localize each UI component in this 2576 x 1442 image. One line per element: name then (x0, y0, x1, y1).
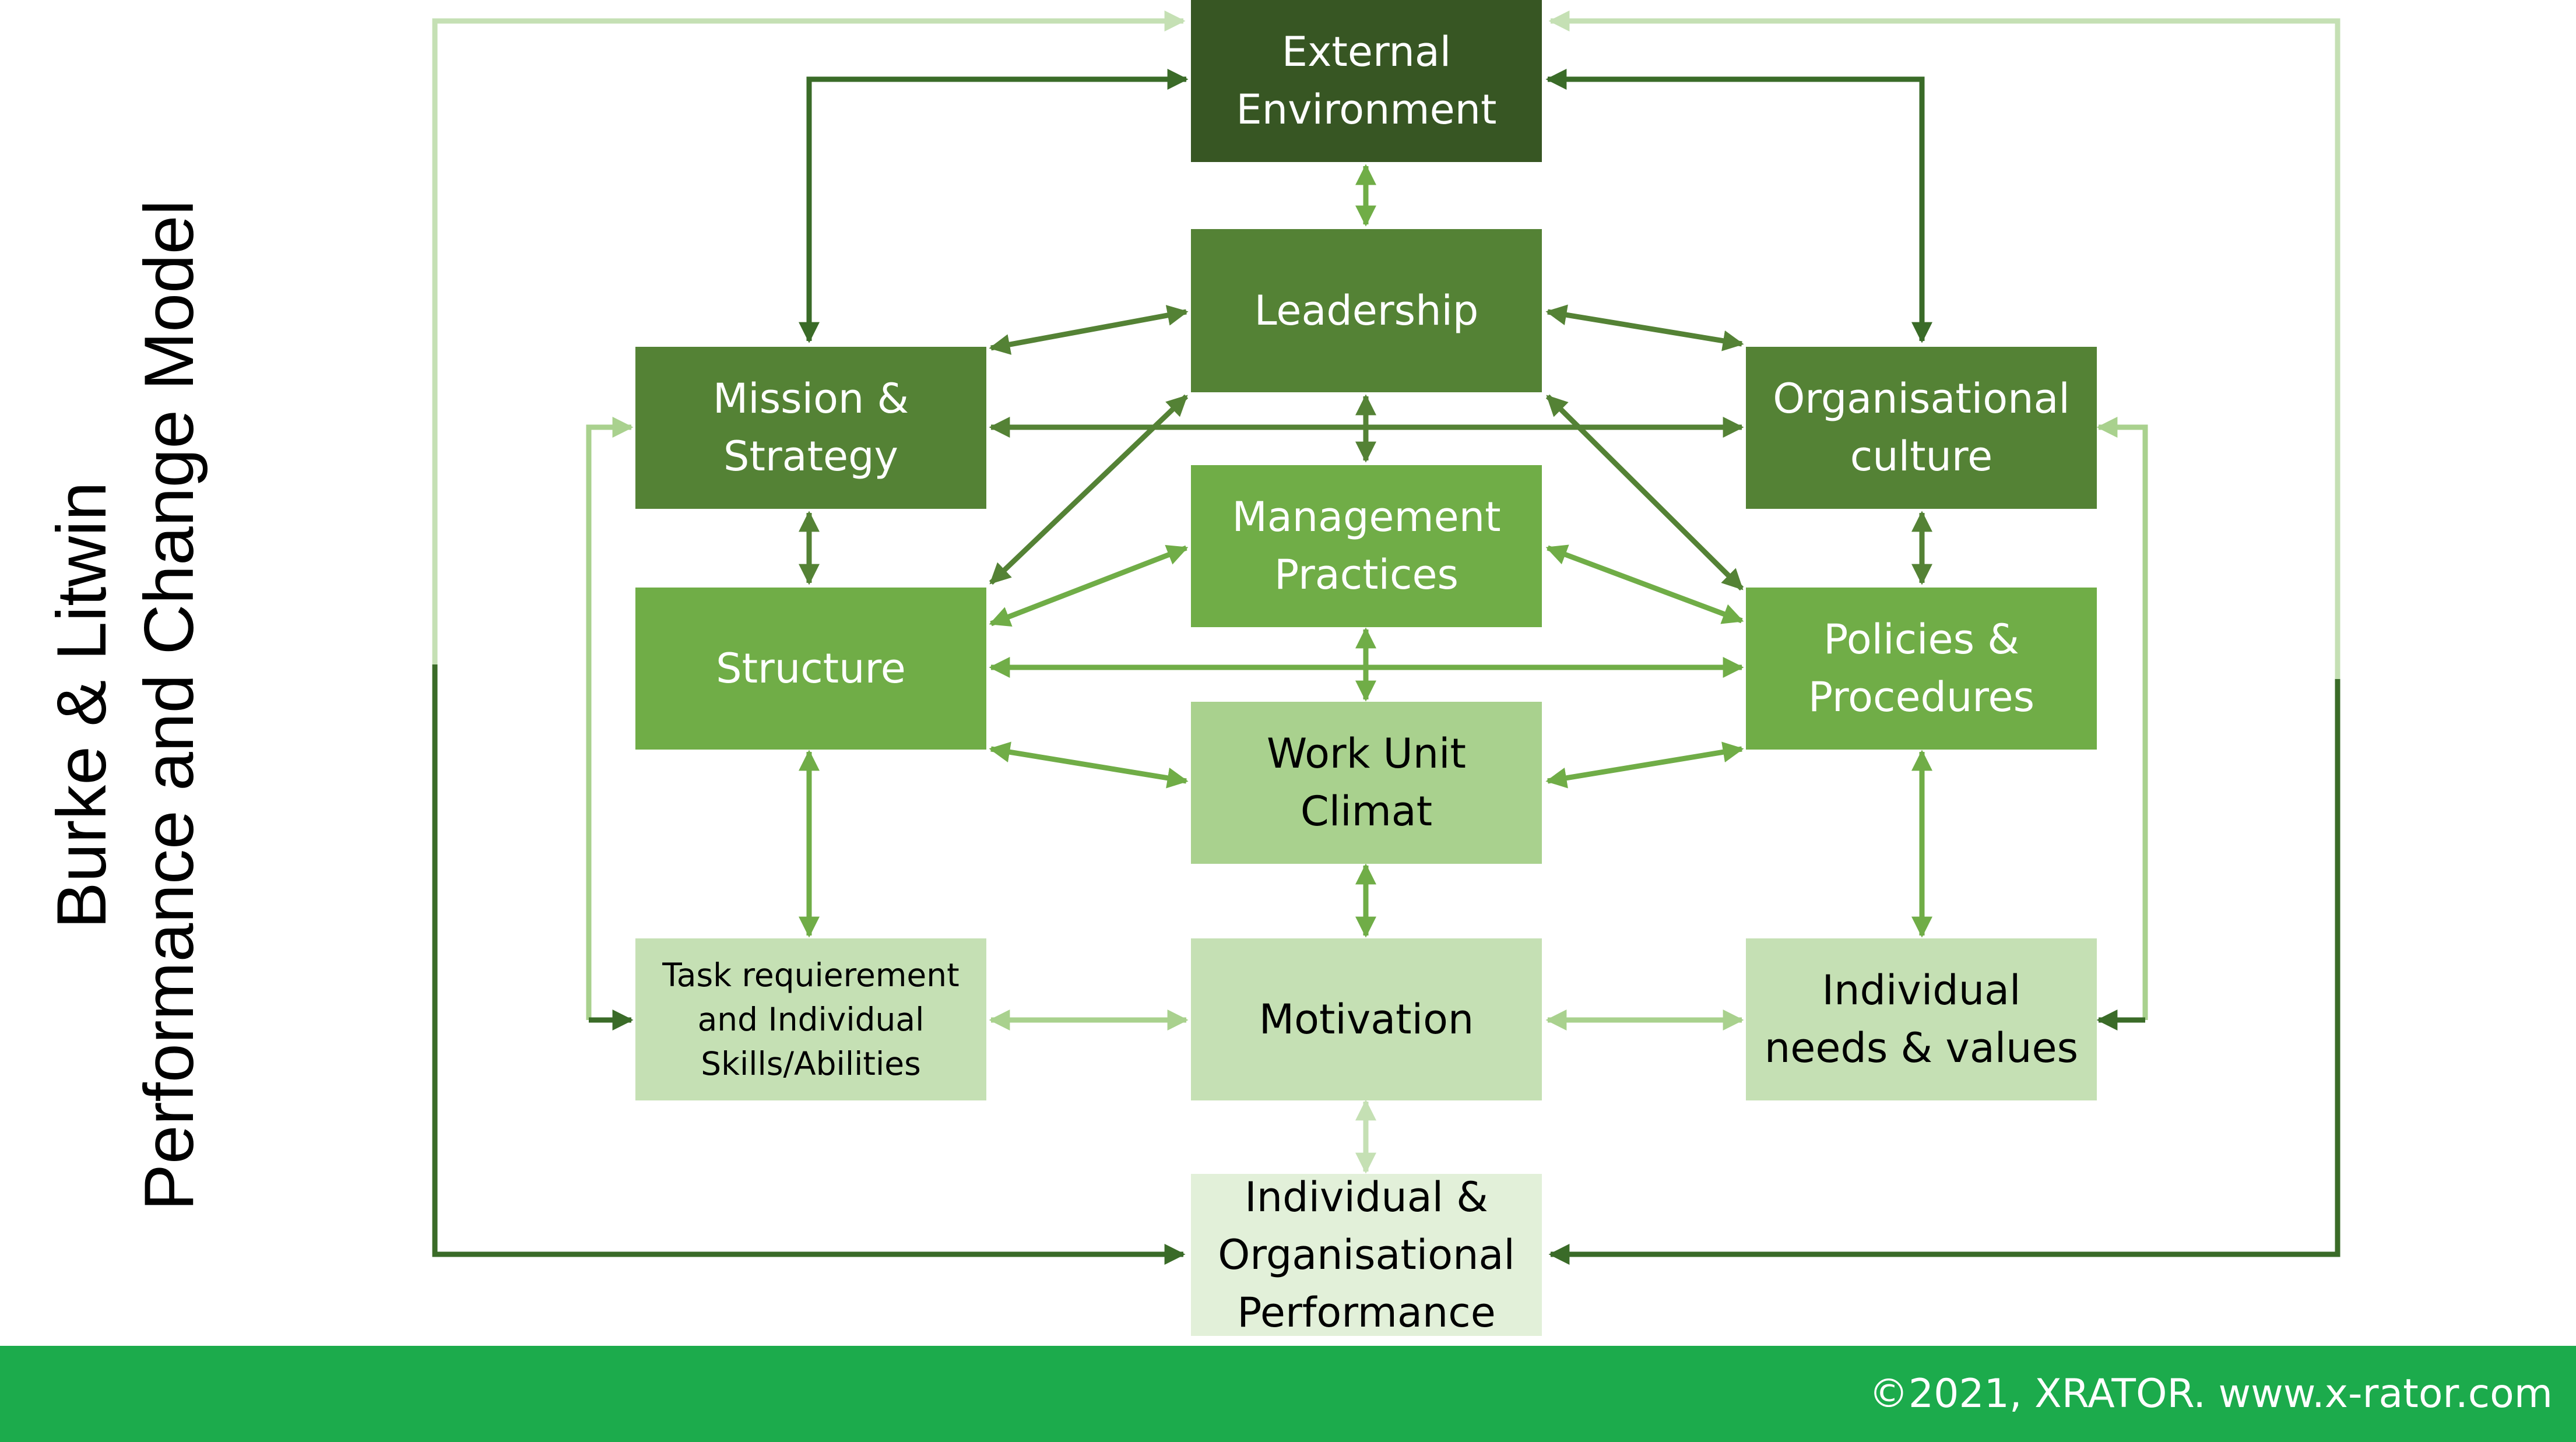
arrow-leadership-structure (989, 394, 1189, 585)
arrow-leadership-culture (1545, 304, 1744, 351)
arrow-right-loop-to-performance (1548, 679, 2340, 1265)
box-organisational-culture: Organisational culture (1746, 347, 2097, 509)
arrow-leadership-mission (989, 305, 1189, 355)
arrow-task-to-mission (586, 417, 634, 1020)
box-leadership: Leadership (1191, 229, 1542, 392)
arrow-policies-workunit (1545, 741, 1744, 789)
arrow-performance-to-environment-left (432, 10, 1186, 664)
diagram-title: Burke & Litwin Performance and Change Mo… (38, 163, 248, 1247)
box-structure: Structure (635, 588, 986, 750)
footer-bar: ©2021, XRATOR. www.x-rator.com (0, 1346, 2576, 1442)
box-mission-strategy: Mission & Strategy (635, 347, 986, 509)
arrow-structure-workunit (989, 741, 1189, 789)
arrow-management-policies (1545, 544, 1744, 624)
arrow-performance-to-environment-right (1548, 10, 2340, 679)
title-line-1: Burke & Litwin (43, 481, 121, 929)
box-individual-needs: Individual needs & values (1746, 938, 2097, 1100)
arrow-needs-to-culture (2096, 417, 2148, 1020)
box-policies-procedures: Policies & Procedures (1746, 588, 2097, 750)
box-external-environment: External Environment (1191, 0, 1542, 162)
box-management-practices: Management Practices (1191, 465, 1542, 627)
arrow-management-structure (989, 544, 1189, 627)
arrow-environment-mission (799, 69, 1189, 343)
box-performance: Individual & Organisational Performance (1191, 1173, 1542, 1337)
box-motivation: Motivation (1191, 938, 1542, 1100)
box-work-unit-climat: Work Unit Climat (1191, 702, 1542, 864)
title-line-2: Performance and Change Model (130, 199, 208, 1211)
arrow-environment-culture (1545, 69, 1932, 343)
arrow-left-loop-to-performance (432, 664, 1186, 1265)
box-task-requirement: Task requierement and Individual Skills/… (635, 938, 986, 1100)
footer-copyright: ©2021, XRATOR. www.x-rator.com (1868, 1371, 2553, 1417)
